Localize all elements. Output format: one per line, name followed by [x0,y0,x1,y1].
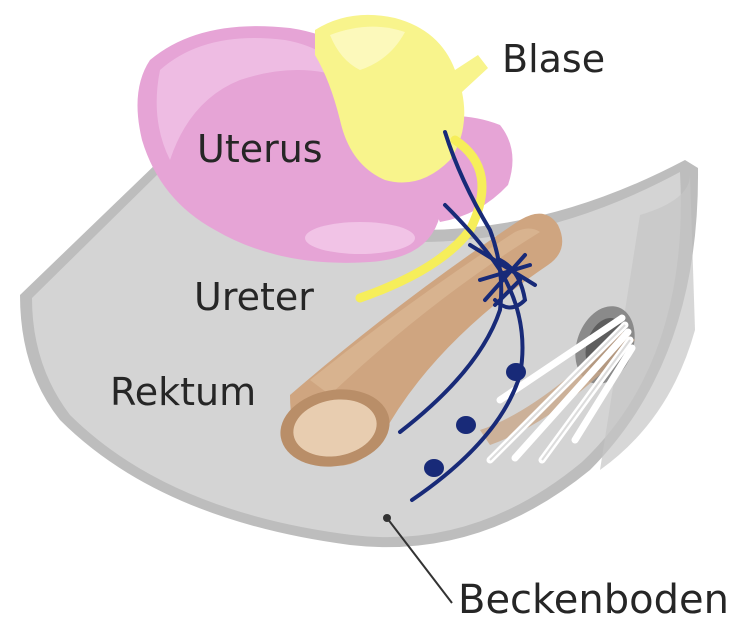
label-beckenboden: Beckenboden [458,580,729,620]
label-uterus: Uterus [197,130,323,168]
label-ureter: Ureter [194,278,314,316]
label-rektum: Rektum [110,373,256,411]
label-blase: Blase [502,40,605,78]
